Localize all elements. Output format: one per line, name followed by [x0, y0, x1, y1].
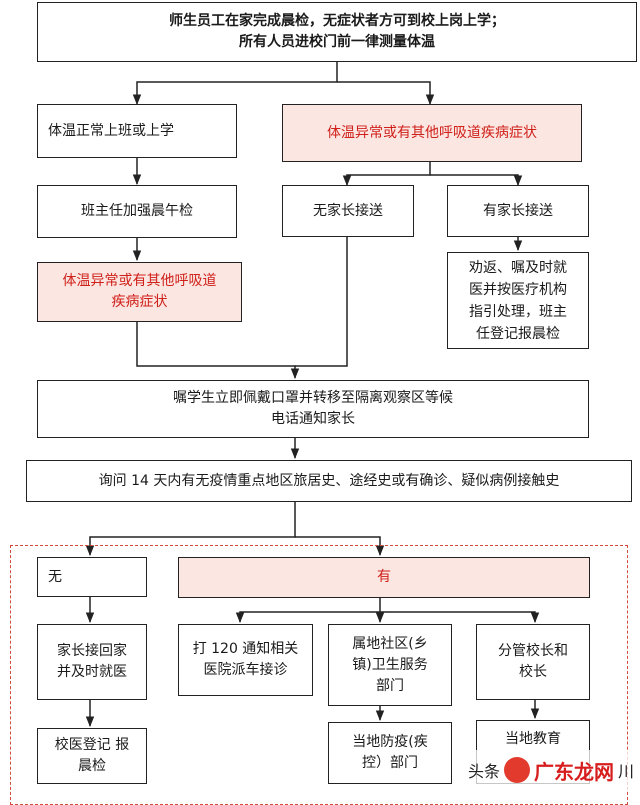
node-parent-pickup-text: 家长接回家 并及时就医 — [57, 643, 127, 680]
node-no-parent-text: 无家长接送 — [313, 202, 383, 219]
node-principal: 分管校长和 校长 — [476, 624, 590, 700]
node-head-teacher-check-text: 班主任加强晨午检 — [81, 203, 193, 219]
node-school-doctor-text: 校医登记 报 晨检 — [54, 737, 130, 774]
connector-abnormal-split — [342, 162, 431, 187]
connector-abnormal-left-mask — [136, 322, 300, 380]
node-community-health-text: 属地社区(乡 镇)卫生服务 部门 — [352, 635, 428, 694]
node-no-parent: 无家长接送 — [282, 185, 414, 237]
node-local-cdc: 当地防疫(疾 控）部门 — [328, 722, 452, 784]
watermark-brand: 广东龙网 — [534, 759, 615, 784]
node-advise-return-text: 劝返、嘱及时就 医并按医疗机构 指引处理，班主 任登记报晨检 — [469, 259, 567, 342]
node-wear-mask-isolate: 嘱学生立即佩戴口罩并转移至隔离观察区等候 电话通知家长 — [37, 380, 589, 438]
node-local-cdc-text: 当地防疫(疾 控）部门 — [352, 734, 428, 771]
connector-yes-principal — [380, 611, 540, 624]
connector-top-abnormal — [337, 81, 435, 106]
node-inquire-history-text: 询问 14 天内有无疫情重点地区旅居史、途经史或有确诊、疑似病例接触史 — [98, 472, 560, 489]
node-normal-temperature: 体温正常上班或上学 — [37, 104, 237, 158]
connector-inquire-yes — [295, 536, 385, 557]
node-yes-text: 有 — [377, 569, 391, 585]
node-local-education-text: 当地教育 — [505, 731, 561, 747]
watermark-prefix: 头条 — [468, 762, 501, 781]
node-head-teacher-check: 班主任加强晨午检 — [37, 185, 237, 238]
node-with-parent-text: 有家长接送 — [483, 202, 553, 219]
node-abnormal-symptoms-left: 体温异常或有其他呼吸道 疾病症状 — [37, 262, 242, 322]
node-morning-check-text: 师生员工在家完成晨检，无症状者方可到校上岗上学； 所有人员进校门前一律测量体温 — [169, 13, 505, 50]
watermark-suffix: 川 — [618, 762, 635, 781]
node-abnormal-symptoms-top: 体温异常或有其他呼吸道疾病症状 — [282, 104, 582, 162]
node-with-parent: 有家长接送 — [447, 185, 589, 237]
node-principal-text: 分管校长和 校长 — [498, 643, 568, 680]
connector-yes-split — [235, 598, 381, 624]
node-school-doctor: 校医登记 报 晨检 — [37, 728, 147, 784]
node-advise-return: 劝返、嘱及时就 医并按医疗机构 指引处理，班主 任登记报晨检 — [447, 252, 589, 349]
node-normal-temperature-text: 体温正常上班或上学 — [48, 122, 174, 139]
connector-inquire-split — [85, 502, 296, 557]
watermark-logo-icon — [504, 757, 531, 783]
node-wear-mask-isolate-text: 嘱学生立即佩戴口罩并转移至隔离观察区等候 电话通知家长 — [173, 390, 453, 427]
node-abnormal-symptoms-top-text: 体温异常或有其他呼吸道疾病症状 — [327, 124, 537, 141]
node-parent-pickup: 家长接回家 并及时就医 — [37, 624, 147, 700]
connector-abnormal-withparent — [430, 174, 523, 187]
node-inquire-history: 询问 14 天内有无疫情重点地区旅居史、途经史或有确诊、疑似病例接触史 — [26, 460, 632, 502]
node-morning-check: 师生员工在家完成晨检，无症状者方可到校上岗上学； 所有人员进校门前一律测量体温 — [37, 2, 637, 62]
node-none: 无 — [37, 557, 147, 597]
node-abnormal-symptoms-left-text: 体温异常或有其他呼吸道 疾病症状 — [62, 273, 217, 310]
node-yes: 有 — [178, 557, 590, 598]
connector-top-split — [132, 62, 338, 106]
watermark: 头条 广东龙网 川 — [468, 750, 638, 790]
node-call-120: 打 120 通知相关 医院派车接诊 — [178, 624, 313, 696]
connector-noparent-mask — [295, 237, 348, 367]
node-none-text: 无 — [48, 568, 62, 585]
node-community-health: 属地社区(乡 镇)卫生服务 部门 — [328, 624, 452, 706]
node-call-120-text: 打 120 通知相关 医院派车接诊 — [192, 641, 299, 678]
